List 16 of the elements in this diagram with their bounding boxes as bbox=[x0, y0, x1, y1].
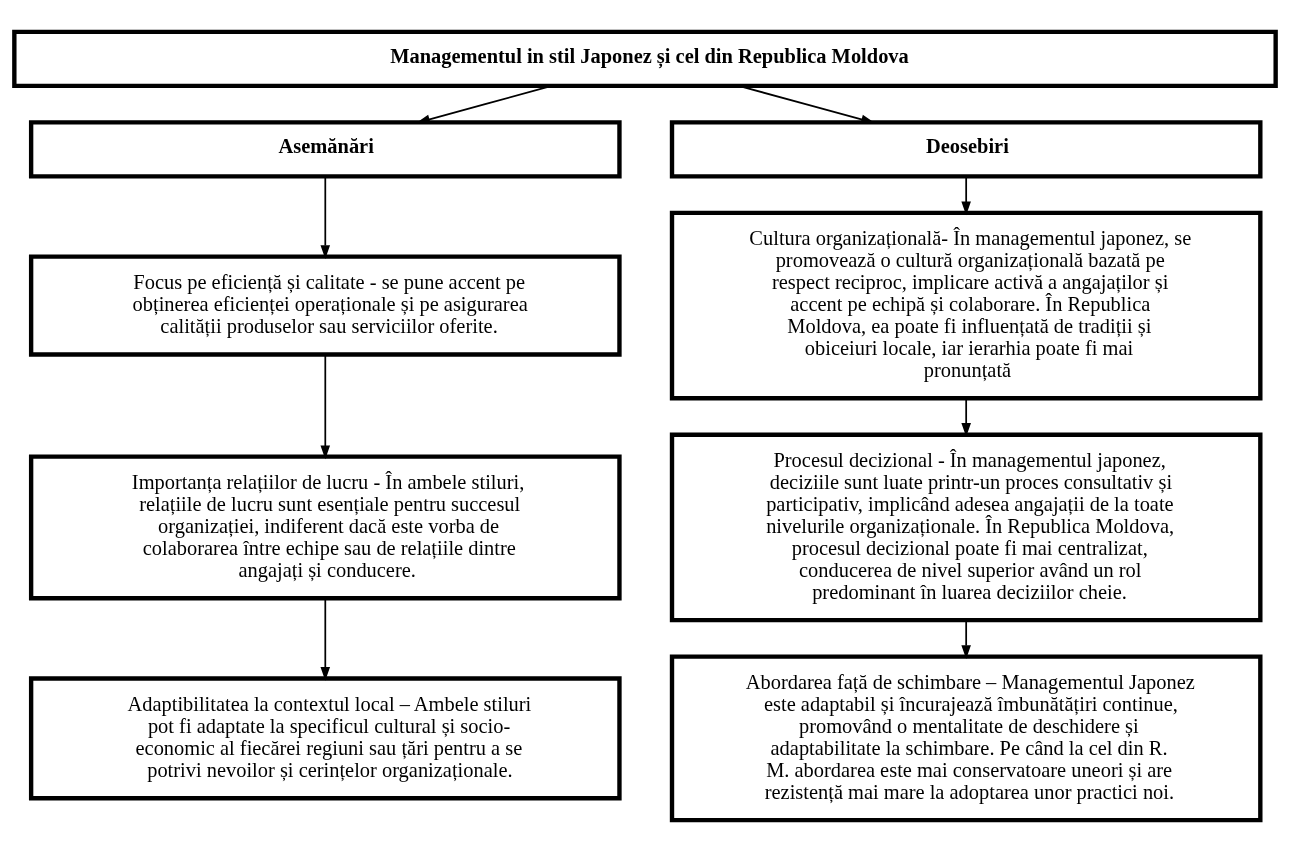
arrow bbox=[961, 175, 971, 216]
node-box: Importanța relațiilor de lucru - În ambele stiluri, relațiile de lucru sunt esențiale pentru succesul organizației, indiferent dacă este vorba de colaborarea între echipe sau de relațiile dintre angajați și conducere. bbox=[28, 454, 622, 601]
node-box: Deosebiri bbox=[669, 120, 1263, 179]
arrow bbox=[320, 175, 331, 259]
node-box: Abordarea față de schimbare – Managementul Japonez este adaptabil și încurajează îmbunătățiri continue, promovând o mentalitate de deschidere și adaptabilitate la schimbare. Pe când la cel din R. M. abordarea este mai conservatoare uneori și are rezistență mai mare la adoptarea unor practici noi. bbox=[669, 654, 1263, 823]
node-box: Procesul decizional - În managementul japonez, deciziile sunt luate printr-un proces consultativ și participativ, implicând adesea angajații de la toate nivelurile organizaționale. În Republica Moldova, procesul decizional poate fi mai centralizat, conducerea de nivel superior având un rol predominant în luarea deciziilor cheie. bbox=[669, 432, 1263, 623]
arrow bbox=[320, 353, 331, 460]
node-box: Managementul in stil Japonez și cel din Republica Moldova bbox=[12, 29, 1278, 89]
node-box: Adaptibilitatea la contextul local – Ambele stiluri pot fi adaptate la specificul cultural și socio-economic al fiecărei regiuni sau țări pentru a se potrivi nevoilor și cerințelor organizaționale. bbox=[28, 676, 622, 801]
arrow bbox=[416, 85, 553, 124]
node-box: Focus pe eficiență și calitate - se pune accent pe obținerea eficienței operaționale și pe asigurarea calității produselor sau serviciilor oferite. bbox=[28, 254, 622, 357]
node-box: Asemănări bbox=[28, 120, 622, 179]
arrow bbox=[961, 619, 971, 659]
node-box: Cultura organizațională- În managementul japonez, se promovează o cultură organizațională bazată pe respect reciproc, implicare activă a angajaților și accent pe echipă și colaborare. În Republica Moldova, ea poate fi influențată de tradiții și obiceiuri locale, iar ierarhia poate fi mai pronunțată bbox=[669, 210, 1263, 401]
arrow bbox=[737, 85, 875, 124]
arrow bbox=[320, 597, 331, 681]
